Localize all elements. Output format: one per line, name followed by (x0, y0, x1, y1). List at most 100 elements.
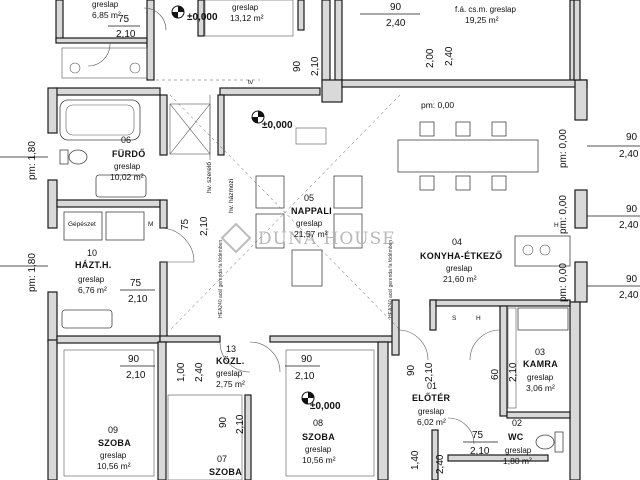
room-08-area: 10,56 m² (302, 455, 336, 465)
level-bath-label: ±0,000 (262, 120, 293, 131)
dim-100: 1,00 (176, 362, 187, 382)
room-02-number: 02 (512, 418, 522, 428)
dim-75-top: 75 (118, 14, 130, 25)
level-marker-top (171, 5, 185, 19)
dim-90-a: 90 (292, 60, 303, 72)
dim-240-b: 2,40 (194, 362, 205, 382)
room-03-floor: greslap (527, 373, 554, 382)
dim-75-door: 75 (180, 218, 191, 230)
note-hv-hazmozi: hv. házmozi (228, 179, 235, 213)
dim-90-top: 90 (390, 2, 402, 13)
dim-210-top: 2,10 (116, 29, 136, 40)
room-01-area: 6,02 m² (417, 417, 446, 427)
room-topleft-floor: greslap (92, 0, 119, 9)
room-13-floor: greslap (216, 369, 243, 378)
room-08-name: SZOBA (302, 432, 335, 442)
room-05-floor: greslap (296, 219, 323, 228)
note-h: H (554, 222, 559, 229)
dim-240-right-2: 2,40 (619, 220, 639, 231)
level-bedroom-label: ±0,000 (310, 401, 341, 412)
pm-center-label: pm: 0,00 (421, 100, 454, 110)
level-markers (171, 5, 315, 405)
pm-right-2: pm: 0,00 (558, 195, 569, 234)
room-10-name: HÁZT.H. (75, 260, 112, 270)
room-09-floor: greslap (100, 451, 127, 460)
room-01-number: 01 (427, 381, 437, 391)
dim-90-left: 90 (128, 354, 140, 365)
dim-75-wc: 75 (472, 430, 484, 441)
dim-200: 2,00 (425, 48, 436, 68)
room-10-floor: greslap (78, 275, 105, 284)
room-06-name: FÜRDŐ (112, 148, 146, 159)
dim-240-c: 2,40 (435, 454, 446, 474)
room-04-area: 21,60 m² (443, 274, 477, 284)
dim-210-d: 2,10 (508, 362, 519, 382)
dim-90-right-1: 90 (626, 132, 638, 143)
dim-210-right: 2,10 (295, 371, 315, 382)
dim-140: 1,40 (410, 450, 421, 470)
room-10-area: 6,76 m² (78, 285, 107, 295)
room-13-area: 2,75 m² (216, 379, 245, 389)
dim-210-wc: 2,10 (470, 446, 490, 457)
dim-240-right-1: 2,40 (619, 149, 639, 160)
dim-90-b: 90 (218, 416, 229, 428)
room-02-name: WC (508, 432, 524, 442)
dim-90-right-2: 90 (626, 204, 638, 215)
room-05-number: 05 (304, 193, 314, 203)
dim-75-hazt: 75 (130, 278, 142, 289)
level-top-label: ±0,000 (187, 12, 218, 23)
dimension-lines (0, 13, 640, 443)
level-marker-bath (251, 110, 265, 124)
dim-240-right-3: 2,40 (619, 290, 639, 301)
room-09-area: 10,56 m² (97, 461, 131, 471)
room-13-number: 13 (226, 344, 236, 354)
room-05-area: 21,57 m² (294, 229, 328, 239)
room-topcenter-area: 13,12 m² (230, 13, 264, 23)
pm-left-upper: pm: 1,80 (27, 141, 38, 180)
room-01-name: ELŐTÉR (412, 392, 451, 403)
room-05-name: NAPPALI (291, 206, 332, 216)
room-04-floor: greslap (446, 264, 473, 273)
room-03-name: KAMRA (523, 359, 558, 369)
room-09-name: SZOBA (98, 438, 131, 448)
room-06-area: 10,02 m² (110, 172, 144, 182)
dim-90-c: 90 (406, 364, 417, 376)
room-topright-floor: f.á. cs.m. greslap (455, 5, 516, 14)
room-02-floor: greslap (505, 446, 532, 455)
room-02-area: 1,80 m² (503, 456, 532, 466)
note-tv: tv (248, 79, 254, 86)
room-07-number: 07 (217, 454, 227, 464)
dim-60: 60 (490, 368, 501, 380)
note-m: M (148, 221, 153, 228)
room-01-floor: greslap (418, 407, 445, 416)
pm-right-3: pm: 0,00 (558, 263, 569, 302)
room-topcenter-floor: greslap (232, 3, 259, 12)
pm-right-1: pm: 0,00 (558, 129, 569, 168)
note-s: S (452, 315, 457, 322)
note-beam-right: HEA240 acél gerenda fa födémben (388, 240, 394, 318)
note-h2: H (476, 315, 481, 322)
fixtures (59, 0, 571, 480)
room-09-number: 09 (108, 425, 118, 435)
note-beam-left: HEA240 acél gerenda fa födémben (218, 240, 224, 318)
room-13-name: KÖZL. (216, 356, 245, 366)
note-hv-szerelo: hv. szerelő (206, 162, 213, 193)
dim-210-b: 2,10 (235, 414, 246, 434)
rotated-labels: hv. szerelő hv. házmozi HEA240 acél gere… (27, 46, 569, 474)
dim-210-a: 2,10 (310, 56, 321, 76)
pm-left-lower: pm: 1,80 (27, 253, 38, 292)
room-07-name: SZOBA (209, 467, 242, 477)
watermark-text: DUNA HOUSE (258, 229, 396, 249)
dim-210-door: 2,10 (199, 216, 210, 236)
dim-240-top: 2,40 (386, 18, 406, 29)
dim-210-c: 2,10 (424, 362, 435, 382)
room-topright-area: 19,25 m² (465, 15, 499, 25)
note-gepeszet: Gépészet (68, 221, 96, 228)
dim-240-a: 2,40 (444, 46, 455, 66)
dim-90-right: 90 (301, 354, 313, 365)
room-03-area: 3,06 m² (526, 383, 555, 393)
room-topleft-area: 6,85 m² (92, 10, 121, 20)
dim-210-left: 2,10 (126, 370, 146, 381)
room-03-number: 03 (535, 347, 545, 357)
